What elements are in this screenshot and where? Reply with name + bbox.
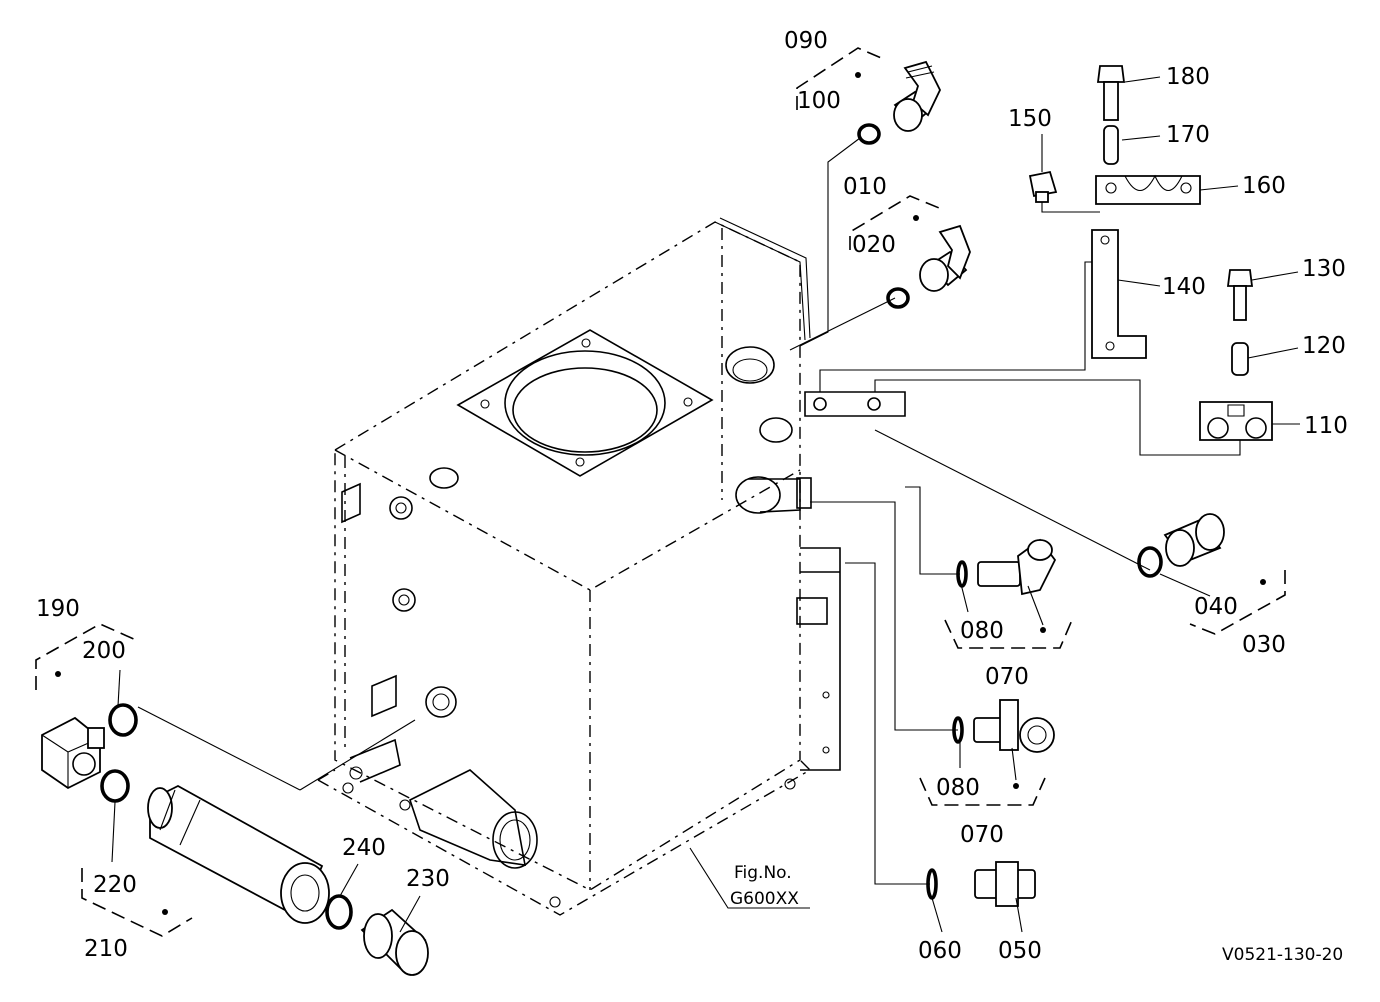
- part-190-block: [41, 716, 105, 790]
- label-150: 150: [1008, 106, 1052, 132]
- label-210: 210: [84, 936, 128, 962]
- label-120: 120: [1302, 333, 1346, 359]
- label-110: 110: [1304, 413, 1348, 439]
- part-130-bolt: [1226, 269, 1254, 321]
- part-080-o-ring-upper: [956, 560, 968, 588]
- label-070-upper: 070: [985, 664, 1029, 690]
- part-labels: 090 100 010 020 150 180 170 160 140 130 …: [36, 28, 1348, 964]
- hydraulic-tank: [317, 217, 906, 916]
- part-090-elbow: [893, 60, 942, 132]
- label-050: 050: [998, 938, 1042, 964]
- label-070-lower: 070: [960, 822, 1004, 848]
- kit-brackets: [35, 47, 1286, 937]
- label-200: 200: [82, 638, 126, 664]
- label-170: 170: [1166, 122, 1210, 148]
- part-070-elbow-lower: [973, 699, 1055, 753]
- label-140: 140: [1162, 274, 1206, 300]
- part-020-o-ring: [886, 287, 910, 309]
- label-220: 220: [93, 872, 137, 898]
- part-210-filter: [147, 784, 330, 924]
- label-040: 040: [1194, 594, 1238, 620]
- label-190: 190: [36, 596, 80, 622]
- part-140-bracket: [1091, 229, 1147, 359]
- drawing-id: V0521-130-20: [1222, 945, 1343, 965]
- figure-reference: Fig.No. G600XX: [730, 863, 799, 909]
- leader-lines: [137, 137, 1241, 909]
- part-240-o-ring: [325, 894, 353, 930]
- label-230: 230: [406, 866, 450, 892]
- label-030: 030: [1242, 632, 1286, 658]
- part-030-union: [1163, 513, 1225, 567]
- part-010-elbow: [919, 224, 971, 292]
- part-180-bolt: [1096, 65, 1126, 121]
- label-020: 020: [852, 232, 896, 258]
- kit-markers: [55, 72, 1266, 915]
- part-110-clamp: [1199, 401, 1273, 441]
- label-010: 010: [843, 174, 887, 200]
- label-080-upper: 080: [960, 618, 1004, 644]
- part-170-collar: [1103, 125, 1119, 165]
- label-240: 240: [342, 835, 386, 861]
- label-090: 090: [784, 28, 828, 54]
- part-040-o-ring: [1137, 546, 1163, 578]
- label-080-lower: 080: [936, 775, 980, 801]
- part-100-o-ring: [857, 123, 881, 145]
- part-080-o-ring-lower: [952, 716, 964, 744]
- label-160: 160: [1242, 173, 1286, 199]
- part-070-elbow-upper: [977, 538, 1057, 596]
- label-180: 180: [1166, 64, 1210, 90]
- label-leaders: [111, 76, 1300, 933]
- part-050-adapter: [974, 861, 1036, 907]
- part-160-clamp: [1095, 175, 1201, 205]
- label-130: 130: [1302, 256, 1346, 282]
- figure-reference-line2: G600XX: [730, 889, 799, 909]
- part-150-bolt: [1028, 170, 1058, 203]
- figure-reference-line1: Fig.No.: [734, 863, 792, 883]
- part-200-o-ring: [108, 703, 138, 737]
- part-060-o-ring: [926, 868, 938, 900]
- label-060: 060: [918, 938, 962, 964]
- part-230-adapter: [360, 908, 429, 976]
- part-220-o-ring: [100, 769, 130, 803]
- part-120-collar: [1231, 342, 1249, 376]
- label-100: 100: [797, 88, 841, 114]
